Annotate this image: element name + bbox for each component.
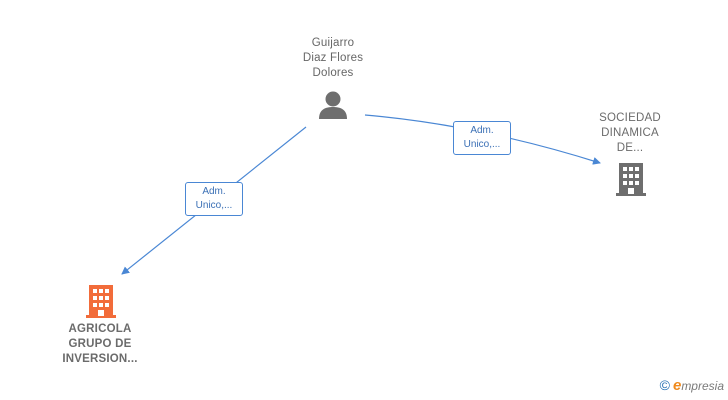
company-sociedad-line-1: SOCIEDAD: [599, 112, 661, 124]
person-name-line-1: Guijarro: [311, 37, 355, 49]
company-sociedad-line-2: DINAMICA: [601, 127, 659, 139]
relation-label-sociedad[interactable]: Adm. Unico,...: [453, 121, 511, 155]
person-name-line-3: Dolores: [312, 67, 354, 79]
empresia-watermark: ©empresia: [660, 377, 724, 394]
relation-agricola-line-2: Unico,...: [195, 200, 233, 211]
brand-name: mpresia: [681, 379, 724, 393]
company-sociedad-line-3: DE...: [616, 142, 644, 154]
relation-sociedad-line-1: Adm.: [470, 125, 494, 136]
relation-agricola-line-1: Adm.: [202, 186, 226, 197]
brand-initial: e: [672, 377, 682, 394]
relation-sociedad-line-2: Unico,...: [463, 139, 501, 150]
company-sociedad-label[interactable]: SOCIEDAD DINAMICA DE...: [580, 111, 680, 156]
company-agricola-line-2: GRUPO DE: [68, 338, 132, 350]
building-icon[interactable]: [615, 162, 647, 196]
company-agricola-line-1: AGRICOLA: [68, 323, 132, 335]
person-icon[interactable]: [318, 90, 348, 120]
copyright-icon: ©: [659, 377, 670, 393]
relation-label-agricola[interactable]: Adm. Unico,...: [185, 182, 243, 216]
company-agricola-line-3: INVERSION...: [62, 353, 138, 365]
person-name-label[interactable]: Guijarro Diaz Flores Dolores: [283, 36, 383, 81]
company-agricola-label[interactable]: AGRICOLA GRUPO DE INVERSION...: [48, 322, 152, 367]
building-icon-highlighted[interactable]: [85, 284, 117, 318]
person-name-line-2: Diaz Flores: [302, 52, 364, 64]
